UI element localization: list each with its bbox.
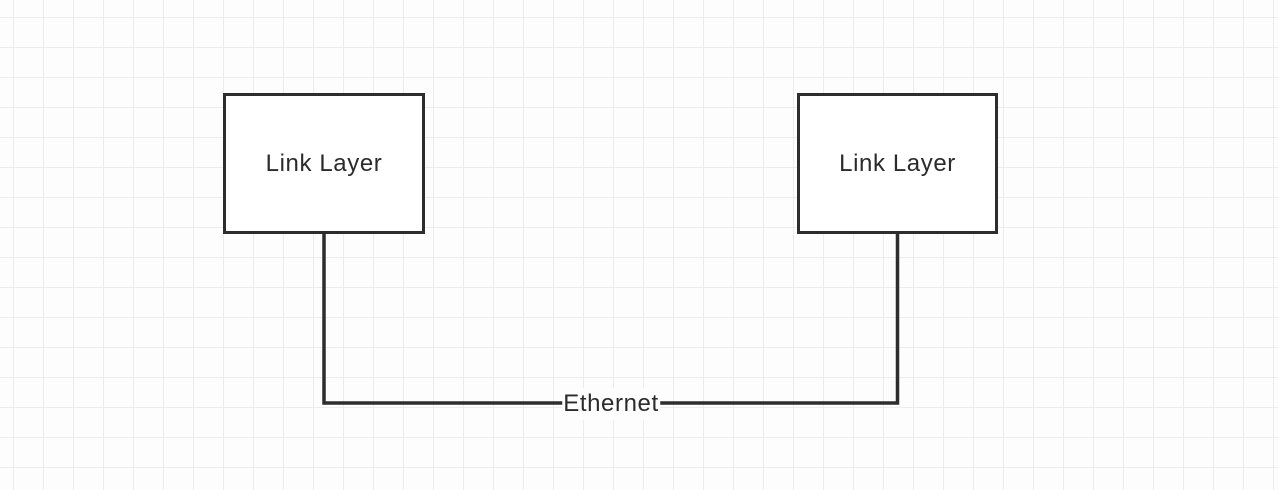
node-link-layer-left[interactable]: Link Layer [223, 93, 425, 234]
ethernet-edge-line[interactable] [322, 233, 900, 405]
node-link-layer-right[interactable]: Link Layer [797, 93, 998, 234]
node-label: Link Layer [839, 149, 956, 177]
edge-label-ethernet[interactable]: Ethernet [562, 388, 660, 420]
node-label: Link Layer [265, 149, 383, 177]
